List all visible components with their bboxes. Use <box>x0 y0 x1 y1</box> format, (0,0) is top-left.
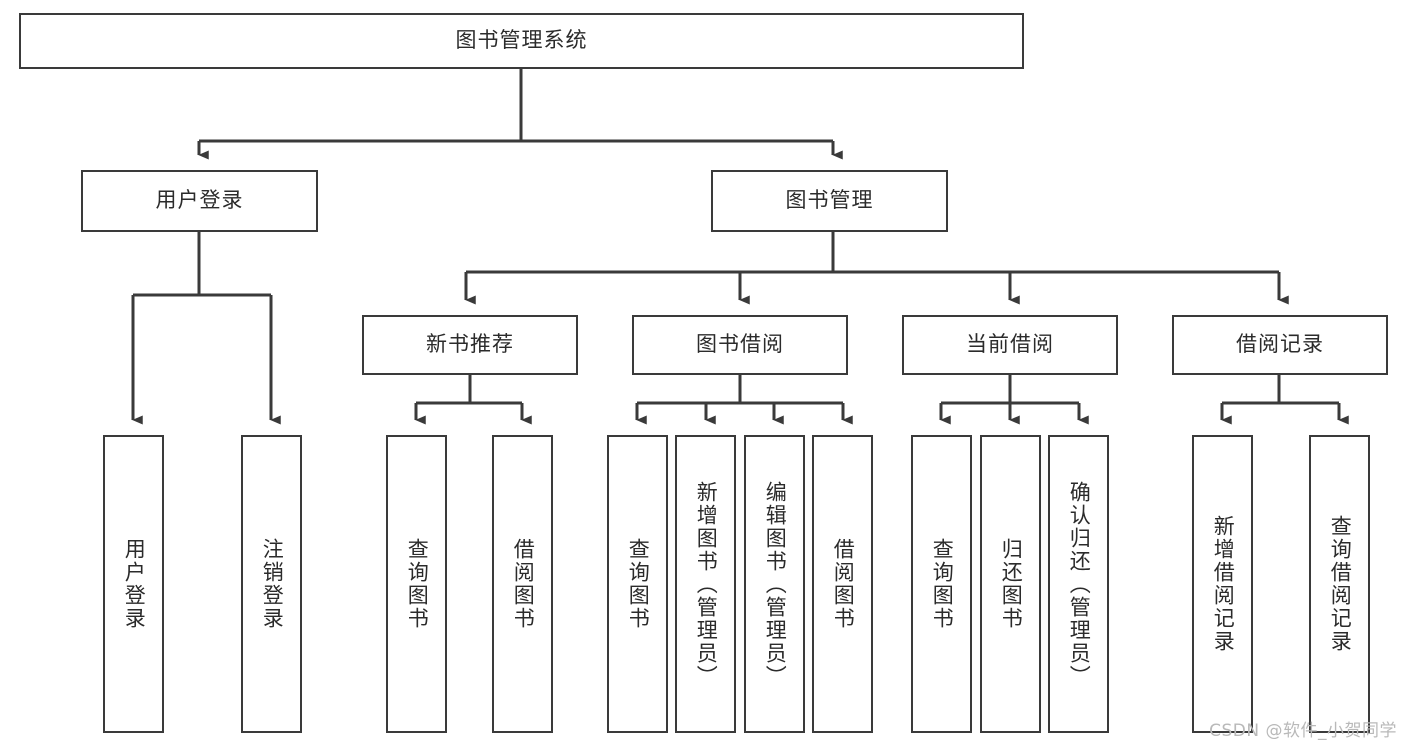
leaf-borrow-book-1-label: 借阅图书 <box>511 538 536 630</box>
node-book-borrow[interactable]: 图书借阅 <box>632 315 848 375</box>
leaf-query-book-1[interactable]: 查询图书 <box>386 435 447 733</box>
node-root[interactable]: 图书管理系统 <box>19 13 1024 69</box>
leaf-user-logout-label: 注销登录 <box>260 538 285 630</box>
leaf-borrow-book-2-label: 借阅图书 <box>831 538 856 630</box>
node-user-login-label: 用户登录 <box>155 188 244 213</box>
leaf-query-book-3-label: 查询图书 <box>930 538 955 630</box>
node-book-manage[interactable]: 图书管理 <box>711 170 948 232</box>
leaf-add-book[interactable]: 新增图书（管理员） <box>675 435 736 733</box>
node-book-borrow-label: 图书借阅 <box>696 332 784 357</box>
node-book-manage-label: 图书管理 <box>785 188 874 213</box>
leaf-user-login-label: 用户登录 <box>122 538 147 630</box>
leaf-confirm-return-label: 确认归还（管理员） <box>1067 480 1092 688</box>
leaf-return-book[interactable]: 归还图书 <box>980 435 1041 733</box>
leaf-edit-book-label: 编辑图书（管理员） <box>763 480 788 688</box>
csdn-watermark: CSDN @软件_小贺同学 <box>1209 721 1397 741</box>
node-root-label: 图书管理系统 <box>455 28 588 53</box>
leaf-user-login[interactable]: 用户登录 <box>103 435 164 733</box>
node-current-borrow[interactable]: 当前借阅 <box>902 315 1118 375</box>
leaf-query-book-3[interactable]: 查询图书 <box>911 435 972 733</box>
leaf-query-record[interactable]: 查询借阅记录 <box>1309 435 1370 733</box>
node-current-borrow-label: 当前借阅 <box>966 332 1054 357</box>
leaf-confirm-return[interactable]: 确认归还（管理员） <box>1048 435 1109 733</box>
leaf-edit-book[interactable]: 编辑图书（管理员） <box>744 435 805 733</box>
node-borrow-record-label: 借阅记录 <box>1236 332 1324 357</box>
leaf-query-record-label: 查询借阅记录 <box>1328 515 1353 653</box>
leaf-query-book-1-label: 查询图书 <box>405 538 430 630</box>
leaf-add-record[interactable]: 新增借阅记录 <box>1192 435 1253 733</box>
leaf-query-book-2[interactable]: 查询图书 <box>607 435 668 733</box>
node-new-book-recommend[interactable]: 新书推荐 <box>362 315 578 375</box>
node-user-login[interactable]: 用户登录 <box>81 170 318 232</box>
leaf-return-book-label: 归还图书 <box>999 538 1024 630</box>
leaf-query-book-2-label: 查询图书 <box>626 538 651 630</box>
leaf-user-logout[interactable]: 注销登录 <box>241 435 302 733</box>
leaf-borrow-book-2[interactable]: 借阅图书 <box>812 435 873 733</box>
leaf-add-record-label: 新增借阅记录 <box>1211 515 1236 653</box>
leaf-borrow-book-1[interactable]: 借阅图书 <box>492 435 553 733</box>
node-new-book-recommend-label: 新书推荐 <box>426 332 514 357</box>
leaf-add-book-label: 新增图书（管理员） <box>694 480 719 688</box>
node-borrow-record[interactable]: 借阅记录 <box>1172 315 1388 375</box>
